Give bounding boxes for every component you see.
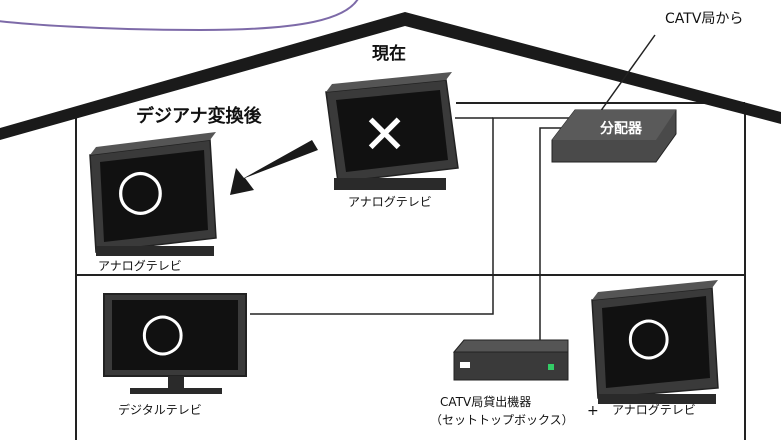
flat-digital-tv — [103, 293, 247, 394]
tv-after-label: アナログテレビ — [98, 259, 182, 273]
cable-to-digital-tv — [250, 117, 575, 315]
cable-source-label: CATV局から — [665, 11, 744, 27]
ok-mark-symbol-stb: ○ — [626, 306, 672, 366]
plus-sign: + — [587, 403, 599, 419]
ok-mark-symbol-after: ○ — [116, 157, 165, 222]
crt-tv-after — [89, 132, 217, 256]
tv-current-label: アナログテレビ — [348, 195, 432, 209]
heading-after: デジアナ変換後 — [136, 106, 262, 127]
splitter-box — [551, 109, 677, 163]
heading-current: 現在 — [372, 44, 406, 64]
stb-label-line1: CATV局貸出機器 — [440, 395, 532, 409]
stb-label-line2: （セットトップボックス） — [430, 413, 574, 427]
house-walls — [75, 102, 746, 440]
title-banner-bubble — [0, 0, 359, 32]
conversion-arrow — [230, 140, 318, 195]
crt-tv-with-stb — [591, 280, 719, 404]
digital-tv-label: デジタルテレビ — [118, 403, 202, 417]
set-top-box — [452, 339, 569, 381]
no-mark-symbol: ✕ — [362, 103, 408, 166]
tv-stb-label: アナログテレビ — [612, 403, 696, 417]
ok-mark-symbol-digital: ○ — [140, 302, 186, 362]
cable-lines — [250, 34, 656, 342]
crt-tv-current — [325, 72, 459, 190]
splitter-label: 分配器 — [600, 121, 642, 137]
incoming-cable — [599, 34, 656, 113]
